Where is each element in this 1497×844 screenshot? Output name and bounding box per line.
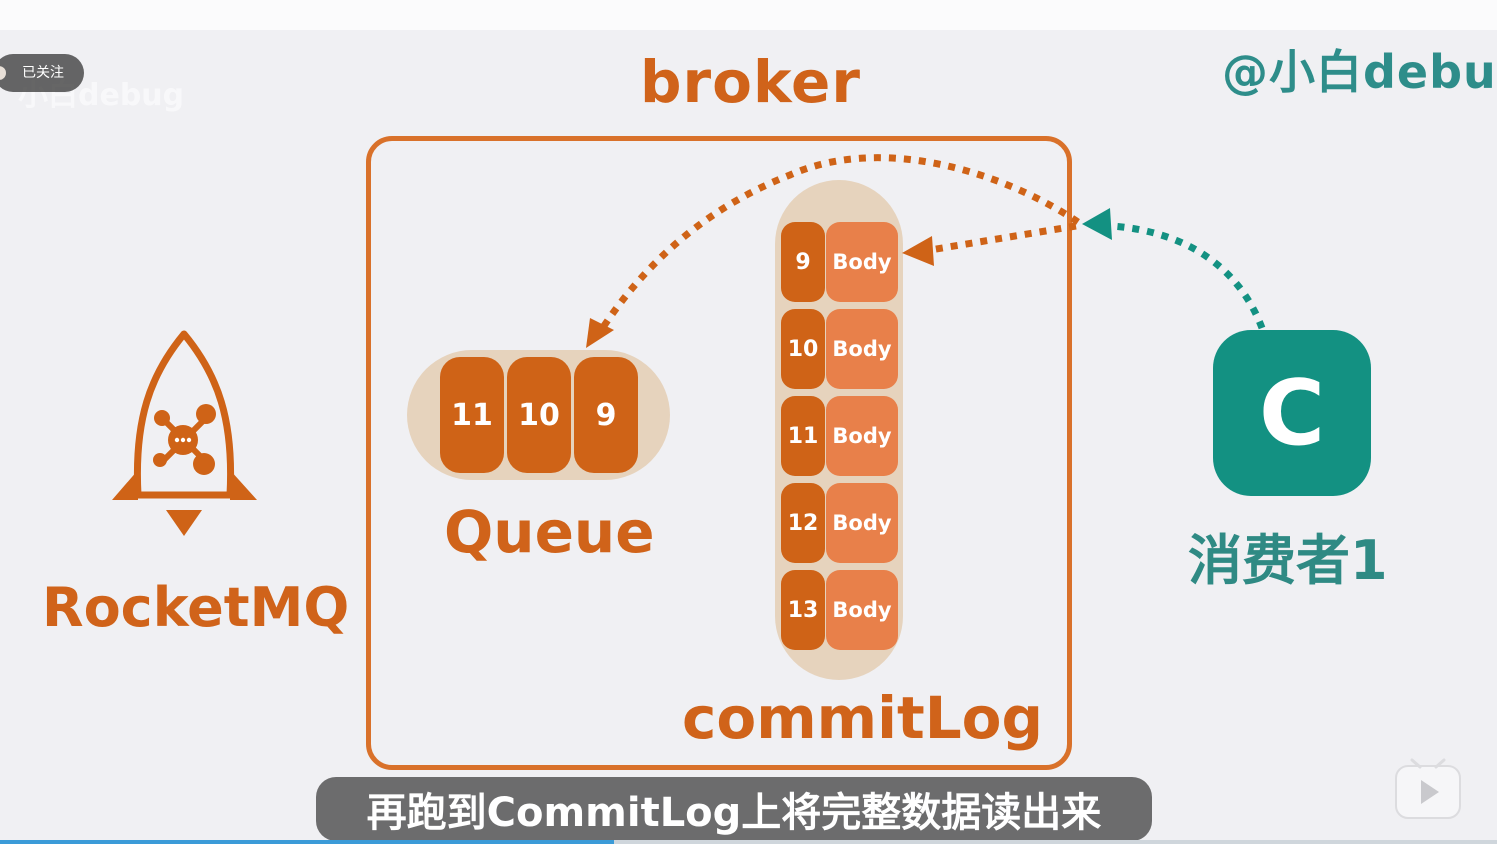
commitlog-offset: 9	[781, 222, 825, 302]
queue-cell: 11	[440, 357, 504, 473]
consumer-label: 消费者1	[1188, 529, 1388, 592]
commitlog-offset: 13	[781, 570, 825, 650]
broker-box	[366, 136, 1072, 770]
broker-title: broker	[640, 48, 861, 116]
commitlog-body: Body	[826, 483, 898, 563]
arrow-commitlog-to-queue	[597, 154, 1080, 334]
commitlog-body: Body	[826, 570, 898, 650]
consumer-letter: C	[1258, 360, 1326, 466]
play-icon[interactable]	[1394, 758, 1462, 820]
arrow-head-queue	[586, 318, 614, 348]
queue-cell: 9	[574, 357, 638, 473]
queue-label: Queue	[444, 498, 655, 566]
queue-cell: 10	[507, 357, 571, 473]
watermark-top-right: @小白debug	[1222, 45, 1497, 99]
progress-fill	[0, 840, 614, 844]
commitlog-body: Body	[826, 309, 898, 389]
subtitle-caption: 再跑到CommitLog上将完整数据读出来	[316, 777, 1152, 841]
arrow-head-commitlog	[902, 236, 934, 266]
rocketmq-label: RocketMQ	[42, 576, 350, 639]
commitlog-body: Body	[826, 396, 898, 476]
commitlog-offset: 11	[781, 396, 825, 476]
consumer-icon: C	[1213, 330, 1371, 496]
progress-track[interactable]	[0, 840, 1497, 844]
top-strip	[0, 0, 1497, 30]
arrow-consumer-request	[1111, 222, 1266, 330]
commitlog-body: Body	[826, 222, 898, 302]
avatar	[0, 66, 6, 80]
follow-button-label: 已关注	[22, 65, 64, 81]
arrow-head-consumer	[1082, 208, 1112, 240]
arrow-to-commitlog	[929, 222, 1077, 254]
commitlog-offset: 10	[781, 309, 825, 389]
follow-button[interactable]: 已关注	[0, 54, 84, 92]
commitlog-offset: 12	[781, 483, 825, 563]
commitlog-label: commitLog	[682, 684, 1044, 752]
